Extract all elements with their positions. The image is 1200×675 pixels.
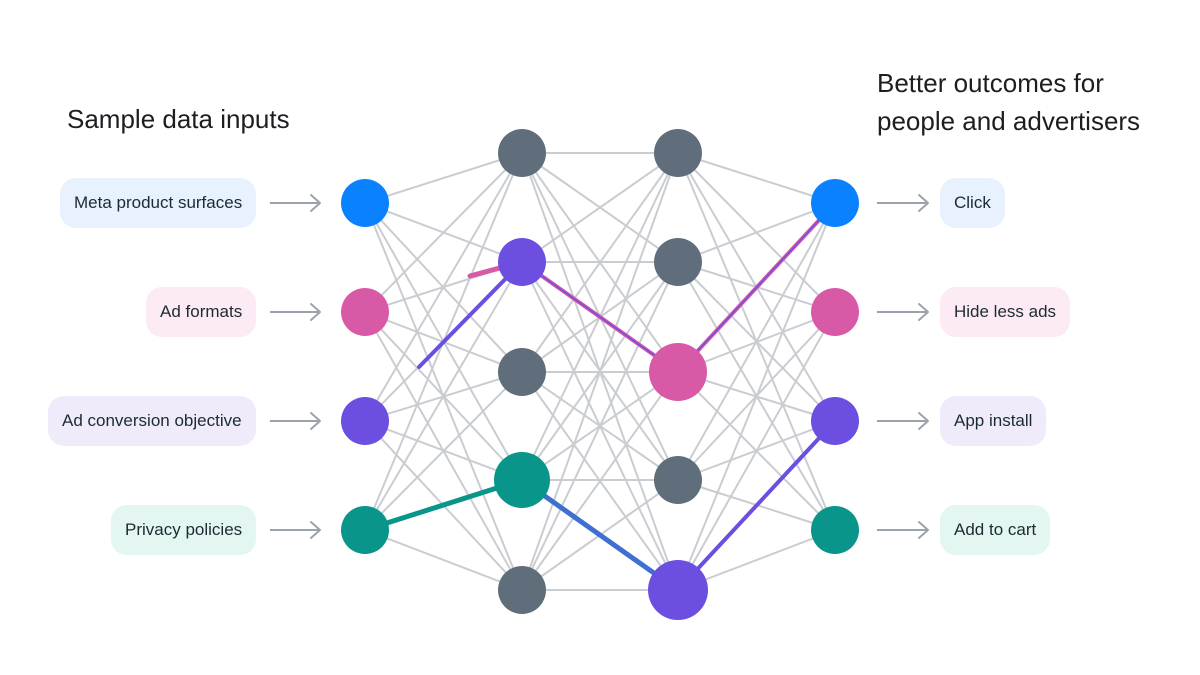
- edge-hidden2-output: [677, 202, 836, 591]
- highlight-edge-purple-overlay: [521, 261, 679, 373]
- output-label: Hide less ads: [940, 287, 1071, 337]
- highlight-edge-blue: [519, 477, 681, 593]
- arrow-right-icon: [270, 194, 321, 212]
- input-node: [341, 288, 389, 336]
- edge-hidden2-output: [677, 202, 836, 263]
- arrow-right-icon: [877, 194, 929, 212]
- hidden-node: [498, 348, 546, 396]
- output-node: [811, 288, 859, 336]
- edge-input-hidden1: [364, 152, 523, 422]
- hidden-node: [648, 560, 708, 620]
- input-node: [341, 397, 389, 445]
- inputs-heading: Sample data inputs: [67, 104, 290, 134]
- hidden-node: [654, 238, 702, 286]
- arrow-right-icon: [877, 412, 929, 430]
- edge-hidden1-hidden2: [521, 152, 679, 373]
- arrow-right-icon: [270, 303, 321, 321]
- output-node: [811, 397, 859, 445]
- hidden-node: [498, 238, 546, 286]
- output-label: Click: [940, 178, 1005, 228]
- hidden-node: [494, 452, 550, 508]
- arrow-right-icon: [877, 303, 929, 321]
- arrow-right-icon: [270, 521, 321, 539]
- edge-input-hidden1: [364, 152, 523, 204]
- outcomes-heading: Better outcomes for people and advertise…: [877, 68, 1141, 136]
- input-node: [341, 179, 389, 227]
- input-node: [341, 506, 389, 554]
- edge-hidden2-output: [677, 311, 836, 591]
- edge-hidden1-hidden2: [521, 371, 679, 591]
- output-label: Add to cart: [940, 505, 1051, 555]
- edge-input-hidden1: [364, 152, 523, 313]
- hidden-node: [654, 129, 702, 177]
- edge-hidden1-hidden2: [521, 152, 679, 591]
- input-label: Ad formats: [146, 287, 257, 337]
- highlight-edge-purple-out-overlay: [677, 202, 836, 373]
- edge-hidden2-output: [677, 202, 836, 481]
- output-label: App install: [940, 396, 1047, 446]
- input-label: Meta product surfaces: [60, 178, 257, 228]
- edge-input-hidden1: [364, 371, 523, 531]
- input-label: Privacy policies: [111, 505, 257, 555]
- hidden-node: [649, 343, 707, 401]
- edge-input-hidden1: [364, 261, 523, 531]
- arrow-right-icon: [270, 412, 321, 430]
- output-node: [811, 179, 859, 227]
- edge-input-hidden1: [364, 529, 523, 591]
- edge-hidden1-hidden2: [521, 152, 679, 263]
- edge-hidden2-output: [677, 152, 836, 204]
- hidden-node: [654, 456, 702, 504]
- highlight-edge-purple-out: [676, 419, 837, 592]
- hidden-node: [498, 129, 546, 177]
- output-node: [811, 506, 859, 554]
- input-label: Ad conversion objective: [48, 396, 256, 446]
- hidden-node: [498, 566, 546, 614]
- highlight-edge-purple: [417, 260, 524, 369]
- arrow-right-icon: [877, 521, 929, 539]
- edge-hidden1-hidden2: [521, 261, 679, 591]
